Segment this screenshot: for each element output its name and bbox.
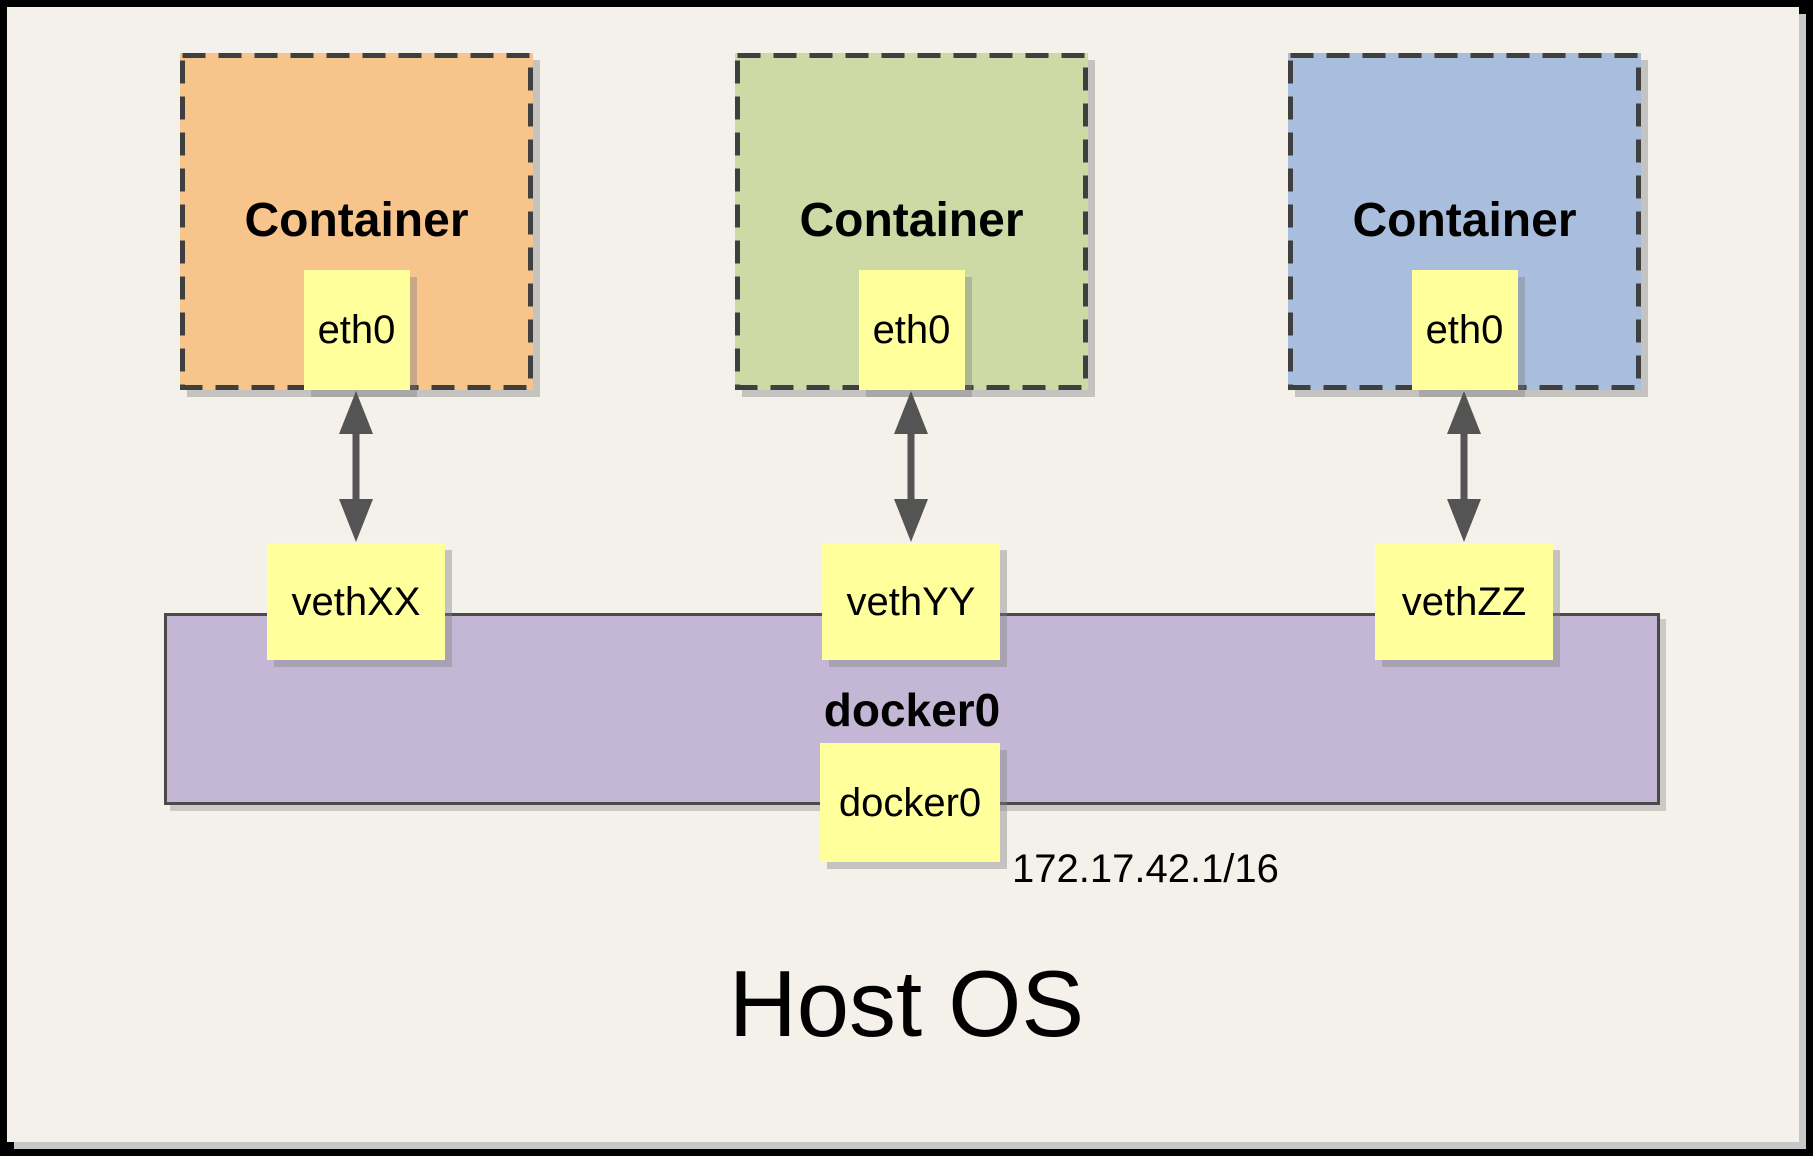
eth0-label: eth0 bbox=[1425, 308, 1504, 352]
container-box-2: Container eth0 bbox=[735, 53, 1088, 390]
vethyy-label: vethYY bbox=[846, 579, 976, 624]
vethxx-box: vethXX bbox=[267, 543, 445, 660]
container-label: Container bbox=[244, 194, 469, 247]
host-os-label: Host OS bbox=[728, 951, 1085, 1056]
container-label: Container bbox=[799, 194, 1024, 247]
eth0-label: eth0 bbox=[317, 308, 396, 352]
eth0-interface-box-2: eth0 bbox=[858, 270, 965, 390]
vethzz-label: vethZZ bbox=[1401, 579, 1527, 624]
docker0-bridge-label: docker0 bbox=[823, 684, 1001, 736]
dashed-border bbox=[180, 53, 533, 390]
veth-arrow-icon-3 bbox=[1447, 391, 1481, 542]
container-box-3: Container eth0 bbox=[1288, 53, 1641, 390]
eth0-interface-box-1: eth0 bbox=[303, 270, 410, 390]
eth0-interface-box-3: eth0 bbox=[1411, 270, 1518, 390]
dashed-border bbox=[735, 53, 1088, 390]
docker0-interface-label: docker0 bbox=[838, 780, 982, 825]
vethxx-label: vethXX bbox=[291, 579, 421, 624]
veth-arrow-icon-1 bbox=[339, 391, 373, 542]
eth0-label: eth0 bbox=[872, 308, 951, 352]
bridge-ip-label: 172.17.42.1/16 bbox=[1012, 847, 1279, 891]
vethyy-box: vethYY bbox=[822, 543, 1000, 660]
vethzz-box: vethZZ bbox=[1375, 543, 1553, 660]
container-label: Container bbox=[1352, 194, 1577, 247]
docker0-interface-box: docker0 bbox=[820, 743, 1000, 862]
dashed-border bbox=[1288, 53, 1641, 390]
container-box-1: Container eth0 bbox=[180, 53, 533, 390]
veth-arrow-icon-2 bbox=[894, 391, 928, 542]
